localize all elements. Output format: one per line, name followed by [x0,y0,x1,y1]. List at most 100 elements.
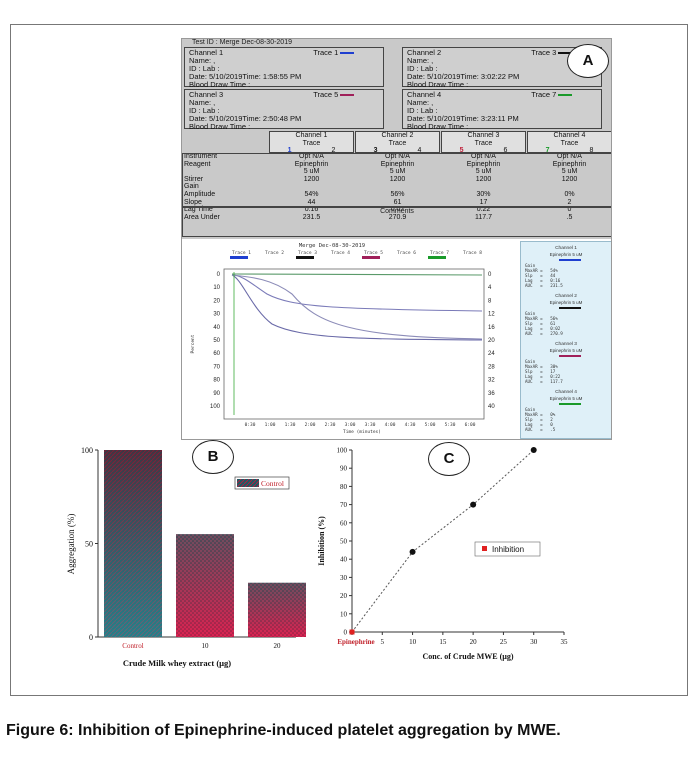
trace-number: 5 [459,147,464,154]
sidebar-channel-title: Channel 4 [555,390,577,395]
c-point [409,548,416,555]
graph-trace-label: Trace 2 [265,250,284,256]
figure-caption: Figure 6: Inhibition of Epinephrine-indu… [6,722,561,739]
b-bar-texture [104,450,162,637]
c-y-tick: 0 [344,629,348,637]
channel-date: Date: 5/10/2019Time: 2:50:48 PM [189,114,302,123]
graph-trace-label: Trace 6 [397,250,416,256]
graph-trace-swatch [230,256,248,259]
graph-plot-frame [223,268,485,420]
table-cell: 117.7 [475,213,492,221]
c-x-tick: 15 [439,638,447,646]
sidebar-stat: MaxAR = 30% [525,364,558,369]
c-x-tick: 35 [561,638,569,646]
trace-swatch [340,52,355,55]
b-y-tick: 50 [85,540,93,549]
graph-left-tick: 80 [213,378,220,384]
graph-x-tick: 5:00 [425,422,436,428]
table-cell: 61 [393,198,402,206]
trace-number: 6 [503,147,508,154]
table-col-trace: Trace [560,139,579,147]
table-cell: Epinephrin [466,160,501,168]
channel-date: Date: 5/10/2019Time: 1:58:55 PM [189,72,302,81]
b-legend-label: Control [261,479,284,488]
b-bar-texture [176,534,234,637]
c-y-tick: 60 [340,519,348,527]
panel-label-b: B [192,440,234,474]
graph-right-tick: 4 [488,285,492,291]
table-cell: 0:16 [304,206,319,214]
table-cell: 231.5 [302,213,321,221]
c-y-tick: 40 [340,556,348,564]
sidebar-reagent: Epinephrin 5 uM [549,300,583,305]
channel-blood-draw: Blood Draw Time : [189,80,251,89]
c-point [470,501,477,508]
trace-number: 1 [287,147,292,154]
c-x-tick: 5 [381,638,385,646]
trace-swatch [558,52,573,55]
graph-trace-label: Trace 5 [364,250,383,256]
channel-trace: Trace 1 [313,48,339,57]
table-row-label: Area Under [184,213,220,221]
graph-trace-curve [231,274,483,312]
trace-swatch [558,94,573,97]
channel-date: Date: 5/10/2019Time: 3:23:11 PM [407,114,519,123]
table-cell: Opt N/A [299,153,324,160]
channel-trace: Trace 3 [531,48,557,57]
table-row-label: Slope [184,198,202,206]
table-cell: 5 uM [561,168,578,176]
channel-title: Channel 1 [189,48,224,57]
sidebar-stat: Slp = 61 [525,321,556,326]
table-cell: 54% [304,191,319,198]
b-x-tick: 20 [274,642,282,650]
sidebar-trace-swatch [559,259,581,261]
c-x-tick: Epinephrine [337,638,374,646]
b-y-tick: 100 [81,446,93,455]
trace-number: 7 [545,147,550,154]
channel-name: Name: , [189,98,216,107]
sidebar-trace-swatch [559,355,581,357]
b-legend-swatch [237,479,259,487]
b-y-tick: 0 [89,633,93,642]
graph-left-tick: 10 [213,285,220,291]
graph-right-tick: 32 [488,378,495,384]
table-cell: 1200 [475,175,492,183]
sidebar-stat: Lag = 0:16 [525,278,561,283]
table-row-label: Lag Time [184,206,213,214]
c-y-tick: 20 [340,592,348,600]
c-x-tick: 25 [500,638,508,646]
panel-label-a: A [567,44,609,78]
channel-id-lab: ID : Lab : [407,64,438,73]
sidebar-channel-title: Channel 2 [555,294,577,299]
sidebar-stat: Lag = 0:22 [525,374,561,379]
aggregometer-report: Test ID : Merge Dec-08-30-2019 Channel 1… [181,38,612,440]
table-row-label: Stirrer [184,175,204,183]
comments-box: Comments [182,207,611,237]
graph-trace-swatch [296,256,314,259]
b-bar-texture [248,582,306,637]
table-cell: 0:02 [390,206,405,214]
c-point [349,629,355,635]
graph-left-tick: 50 [213,338,220,344]
b-x-label: Crude Milk whey extract (µg) [123,658,231,668]
table-row-label: Gain [184,183,199,191]
c-y-tick: 90 [340,465,348,473]
c-legend-box [474,541,541,557]
sidebar-stat: AUC = 270.9 [525,331,563,336]
table-cell: Epinephrin [552,160,587,168]
table-cell: 0 [567,206,572,214]
channel-title: Channel 3 [189,90,224,99]
c-x-tick: 30 [530,638,538,646]
table-cell: Epinephrin [294,160,329,168]
comments-label: Comments [380,208,414,215]
graph-left-tick: 40 [213,325,220,331]
channel-title: Channel 4 [407,90,442,99]
table-cell: 1200 [561,175,578,183]
graph-trace-curve [231,273,483,276]
sidebar-stat: AUC = 117.7 [525,379,563,384]
graph-trace-label: Trace 1 [232,250,251,256]
